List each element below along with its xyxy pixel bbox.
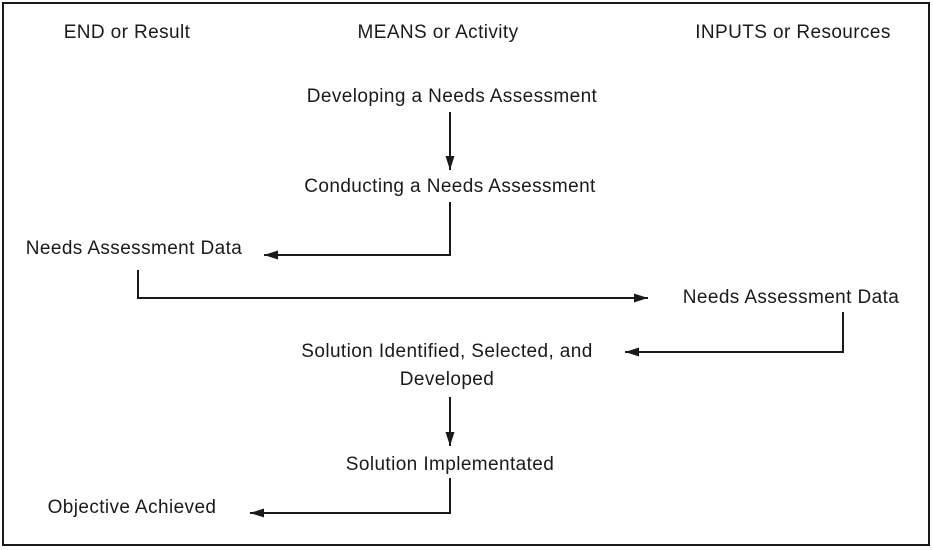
node-objective-achieved: Objective Achieved [47, 497, 217, 518]
connector-conducting-to-needs-data-left [264, 202, 451, 260]
column-header-inputs: INPUTS or Resources [695, 22, 891, 43]
node-needs-assessment-data-left: Needs Assessment Data [25, 238, 243, 259]
node-conducting-needs-assessment: Conducting a Needs Assessment [304, 176, 596, 197]
column-header-end: END or Result [63, 22, 191, 43]
column-header-means: MEANS or Activity [357, 22, 519, 43]
node-solution-identified-selected-developed: Solution Identified, Selected, and Devel… [301, 341, 593, 390]
node-developing-needs-assessment: Developing a Needs Assessment [306, 86, 598, 107]
node-needs-assessment-data-right: Needs Assessment Data [682, 287, 900, 308]
node-solution-implemented: Solution Implementated [345, 454, 555, 475]
connector-needs-data-left-to-needs-data-right [137, 270, 648, 303]
connector-needs-data-right-to-solution [625, 312, 844, 357]
connector-implemented-to-objective [250, 478, 451, 518]
